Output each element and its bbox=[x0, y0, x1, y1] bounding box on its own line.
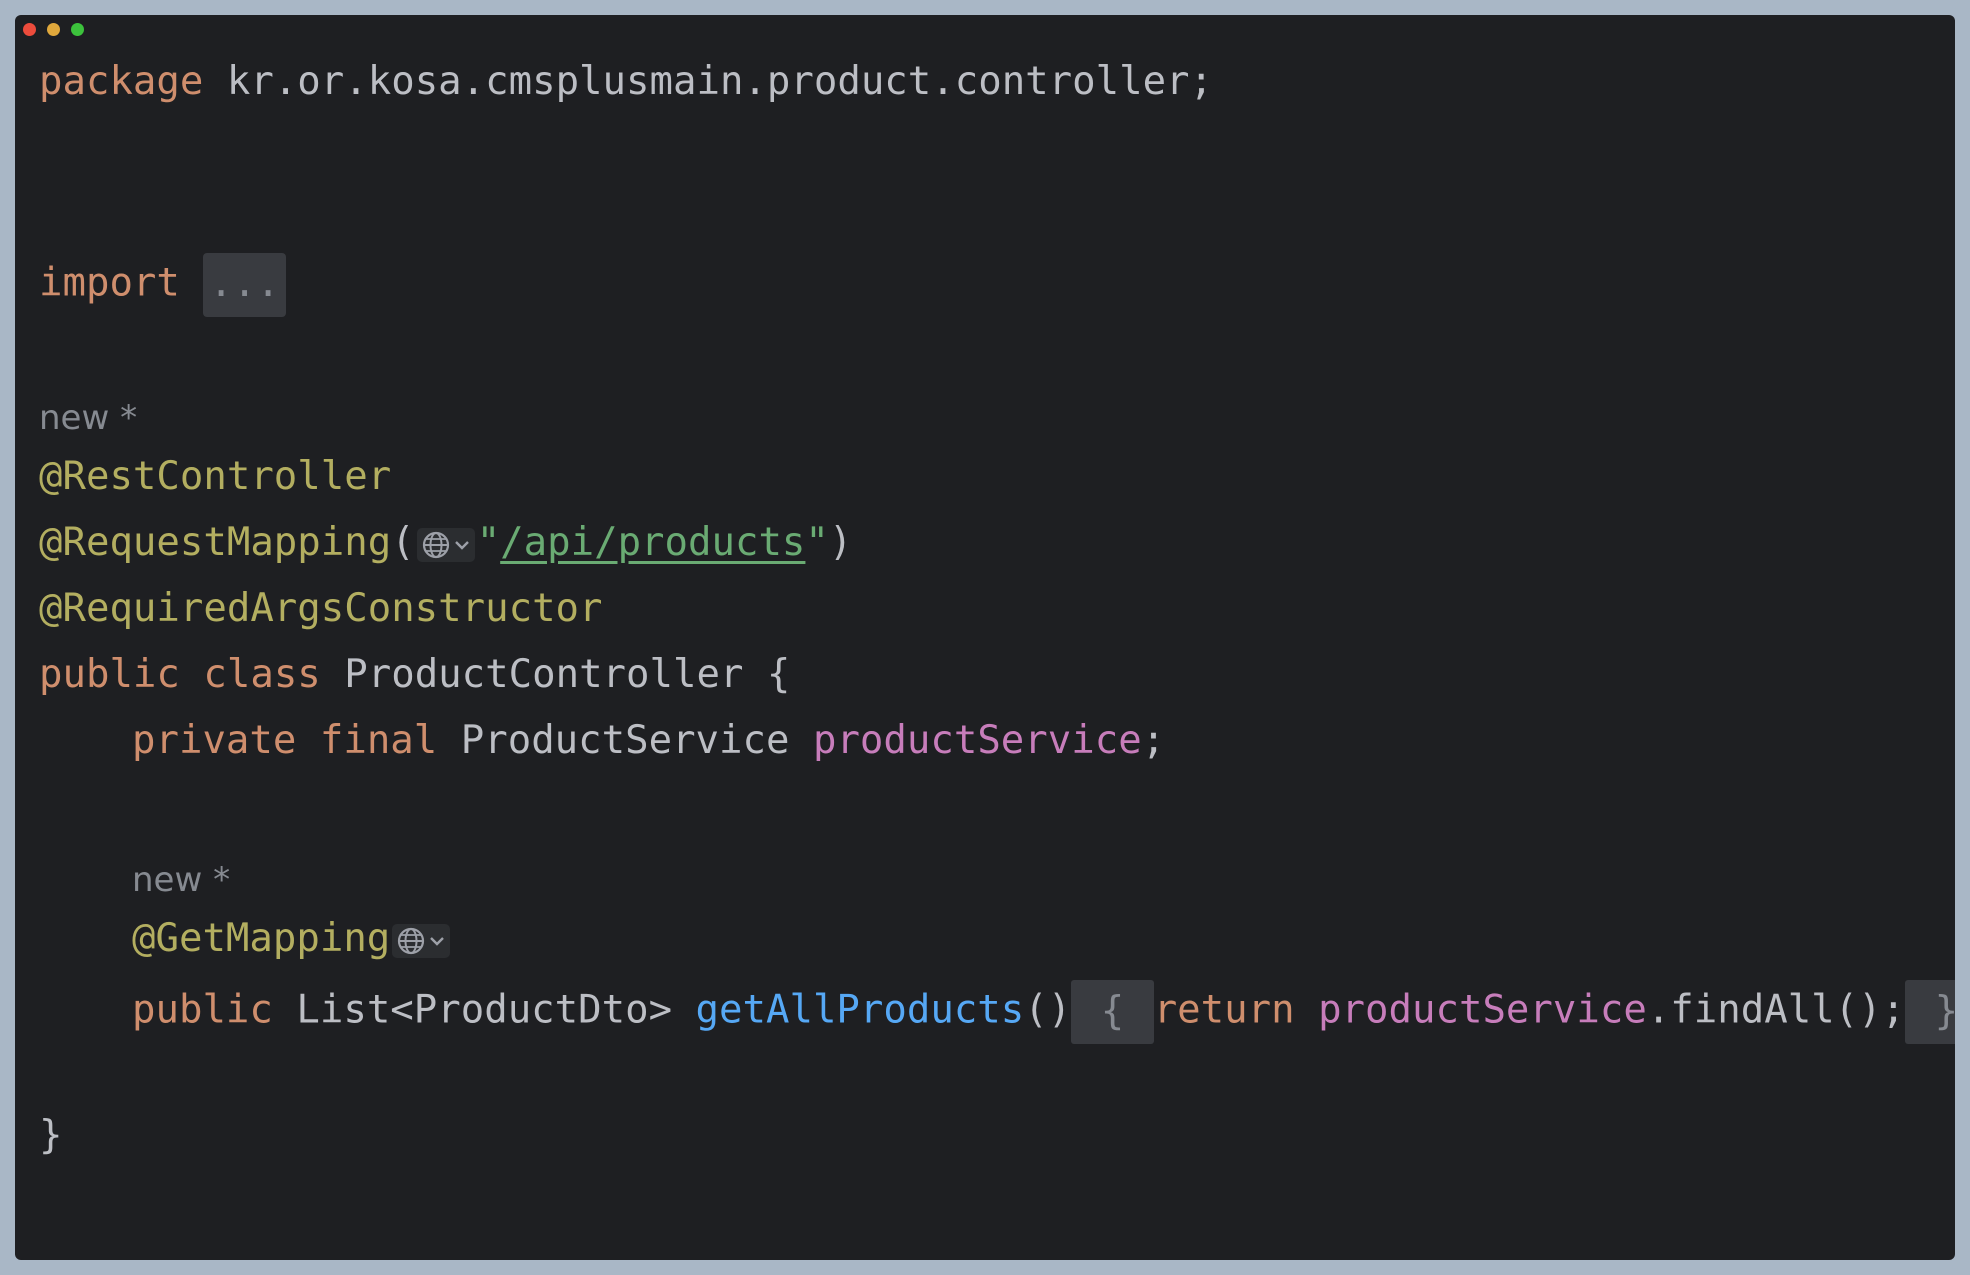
annotation-getmapping: @GetMapping bbox=[132, 916, 391, 961]
field-type: ProductService bbox=[460, 718, 790, 763]
usage-hint-method[interactable]: new * bbox=[132, 860, 231, 900]
final-keyword: final bbox=[319, 718, 438, 763]
package-keyword: package bbox=[39, 59, 204, 104]
quote-open: " bbox=[476, 520, 501, 565]
endpoint-popup-button-get[interactable] bbox=[392, 923, 451, 958]
class-name: ProductController bbox=[344, 652, 744, 697]
annotation-requestmapping: @RequestMapping bbox=[39, 520, 392, 565]
call-rest: .findAll(); bbox=[1646, 987, 1906, 1033]
private-keyword: private bbox=[132, 718, 297, 763]
code-line-class-close: } bbox=[39, 1111, 62, 1161]
method-parens: () bbox=[1024, 987, 1072, 1033]
class-close-brace: } bbox=[39, 1113, 63, 1158]
quote-close: " bbox=[805, 520, 829, 565]
code-line-method: public List<ProductDto> getAllProducts()… bbox=[39, 980, 1955, 1044]
chevron-down-icon bbox=[454, 540, 469, 550]
method-name: getAllProducts bbox=[695, 987, 1025, 1033]
import-keyword: import bbox=[39, 260, 180, 306]
code-line-restcontroller: @RestController bbox=[39, 452, 391, 502]
method-open-brace: { bbox=[1100, 989, 1125, 1034]
method-public-keyword: public bbox=[132, 987, 273, 1033]
import-fold-toggle[interactable]: ... bbox=[203, 253, 286, 317]
field-name: productService bbox=[812, 718, 1142, 763]
annotation-restcontroller: @RestController bbox=[39, 454, 392, 499]
code-line-import: import ... bbox=[39, 253, 286, 317]
public-keyword: public bbox=[39, 652, 180, 697]
code-line-requestmapping: @RequestMapping( "/api/products") bbox=[39, 518, 852, 568]
endpoint-popup-button[interactable] bbox=[416, 527, 475, 562]
editor-window: package kr.or.kosa.cmsplusmain.product.c… bbox=[15, 15, 1955, 1260]
globe-icon bbox=[422, 531, 449, 558]
method-fold-close[interactable]: } bbox=[1905, 980, 1955, 1044]
usage-hint[interactable]: new * bbox=[39, 398, 138, 438]
code-line-class-declaration: public class ProductController { bbox=[39, 650, 790, 700]
code-line-getmapping: @GetMapping bbox=[39, 914, 452, 964]
zoom-button[interactable] bbox=[71, 23, 84, 36]
method-fold-open[interactable]: { bbox=[1071, 980, 1154, 1044]
code-line-field: private final ProductService productServ… bbox=[39, 716, 1165, 766]
minimize-button[interactable] bbox=[47, 23, 60, 36]
package-name: kr.or.kosa.cmsplusmain.product.controlle… bbox=[226, 59, 1214, 104]
chevron-down-icon bbox=[430, 936, 445, 946]
code-editor[interactable]: package kr.or.kosa.cmsplusmain.product.c… bbox=[39, 15, 1955, 1158]
class-open-brace: { bbox=[766, 652, 791, 697]
window-controls bbox=[23, 23, 84, 37]
class-keyword: class bbox=[203, 652, 321, 697]
close-button[interactable] bbox=[23, 23, 36, 36]
mapping-path-link[interactable]: /api/products bbox=[500, 520, 806, 565]
return-type: List<ProductDto> bbox=[296, 987, 673, 1033]
call-target: productService bbox=[1318, 987, 1647, 1033]
return-keyword: return bbox=[1153, 987, 1295, 1033]
annotation-requiredargs: @RequiredArgsConstructor bbox=[39, 586, 603, 631]
code-line-requiredargs: @RequiredArgsConstructor bbox=[39, 584, 603, 634]
paren-open: ( bbox=[391, 520, 415, 565]
paren-close: ) bbox=[828, 520, 853, 565]
method-close-brace: } bbox=[1935, 989, 1955, 1034]
semicolon: ; bbox=[1141, 718, 1166, 763]
code-line-package: package kr.or.kosa.cmsplusmain.product.c… bbox=[39, 57, 1213, 107]
globe-icon bbox=[398, 927, 425, 954]
